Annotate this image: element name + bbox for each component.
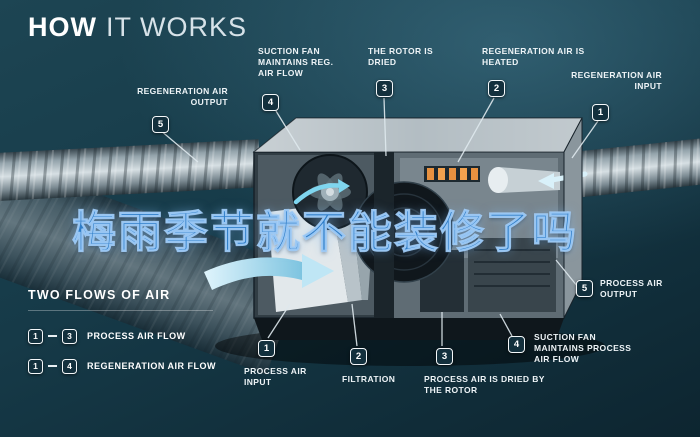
callout-label: PROCESS AIR IS DRIED BY THE ROTOR (424, 374, 545, 396)
callout-label: REGENERATION AIR INPUT (571, 70, 662, 92)
legend-range-dash (48, 335, 57, 337)
callout-label: SUCTION FAN MAINTAINS REG. AIR FLOW (258, 46, 334, 79)
callout-suction-fan-process: 4 SUCTION FAN MAINTAINS PROCESS AIR FLOW (508, 332, 638, 365)
title-bold: HOW (28, 12, 97, 42)
legend-badge-end: 4 (62, 358, 77, 374)
callout-label: THE ROTOR IS DRIED (368, 46, 434, 68)
callout-regeneration-air-heated: REGENERATION AIR IS HEATED 2 (482, 46, 594, 97)
callout-badge-1: 1 (592, 104, 609, 121)
callout-suction-fan-reg: SUCTION FAN MAINTAINS REG. AIR FLOW 4 (258, 46, 346, 111)
callout-badge-5: 5 (152, 116, 169, 133)
legend-badge-start: 1 (28, 358, 43, 374)
callout-badge-3: 3 (376, 80, 393, 97)
callout-badge-4: 4 (262, 94, 279, 111)
callout-badge-3: 3 (436, 348, 453, 365)
callout-label: FILTRATION (342, 374, 396, 384)
legend-item-process-air-flow: 1 3 PROCESS AIR FLOW (28, 321, 216, 351)
legend-range-dash (48, 365, 57, 367)
title-light: IT WORKS (105, 12, 247, 42)
legend-heading: TWO FLOWS OF AIR (28, 288, 171, 302)
callout-badge-1: 1 (258, 340, 275, 357)
page-title: HOW IT WORKS (28, 12, 247, 43)
legend-label: PROCESS AIR FLOW (87, 331, 186, 341)
callout-regeneration-air-output: REGENERATION AIR OUTPUT 5 (132, 86, 228, 133)
callout-label: SUCTION FAN MAINTAINS PROCESS AIR FLOW (534, 332, 632, 365)
inlet-cone (488, 167, 560, 193)
callout-badge-5: 5 (576, 280, 593, 297)
watermark-text: 梅雨季节就不能装修了吗 (72, 208, 578, 258)
legend-divider (28, 310, 213, 311)
callout-process-air-dried: 3 PROCESS AIR IS DRIED BY THE ROTOR (424, 348, 552, 396)
callout-rotor-is-dried: THE ROTOR IS DRIED 3 (368, 46, 438, 97)
left-duct (0, 139, 262, 202)
callout-label: PROCESS AIR OUTPUT (600, 278, 663, 300)
callout-badge-2: 2 (488, 80, 505, 97)
callout-process-air-output: 5 PROCESS AIR OUTPUT (576, 278, 686, 300)
legend: TWO FLOWS OF AIR 1 3 PROCESS AIR FLOW 1 … (28, 288, 216, 381)
regeneration-inlet-arrow (538, 171, 588, 189)
callout-regeneration-air-input: REGENERATION AIR INPUT 1 (566, 70, 662, 121)
cabinet-top (252, 117, 583, 153)
callout-process-air-input: 1 PROCESS AIR INPUT (244, 340, 320, 388)
legend-badge-end: 3 (62, 328, 77, 344)
heater-icon (424, 166, 480, 182)
right-duct (556, 136, 700, 200)
callout-label: REGENERATION AIR IS HEATED (482, 46, 585, 68)
callout-label: REGENERATION AIR OUTPUT (137, 86, 228, 108)
callout-filtration: 2 FILTRATION (336, 348, 416, 385)
callout-badge-2: 2 (350, 348, 367, 365)
legend-badge-start: 1 (28, 328, 43, 344)
cabinet-top-sheen (254, 118, 582, 152)
legend-label: REGENERATION AIR FLOW (87, 361, 216, 371)
legend-item-regeneration-air-flow: 1 4 REGENERATION AIR FLOW (28, 351, 216, 381)
callout-label: PROCESS AIR INPUT (244, 366, 307, 388)
